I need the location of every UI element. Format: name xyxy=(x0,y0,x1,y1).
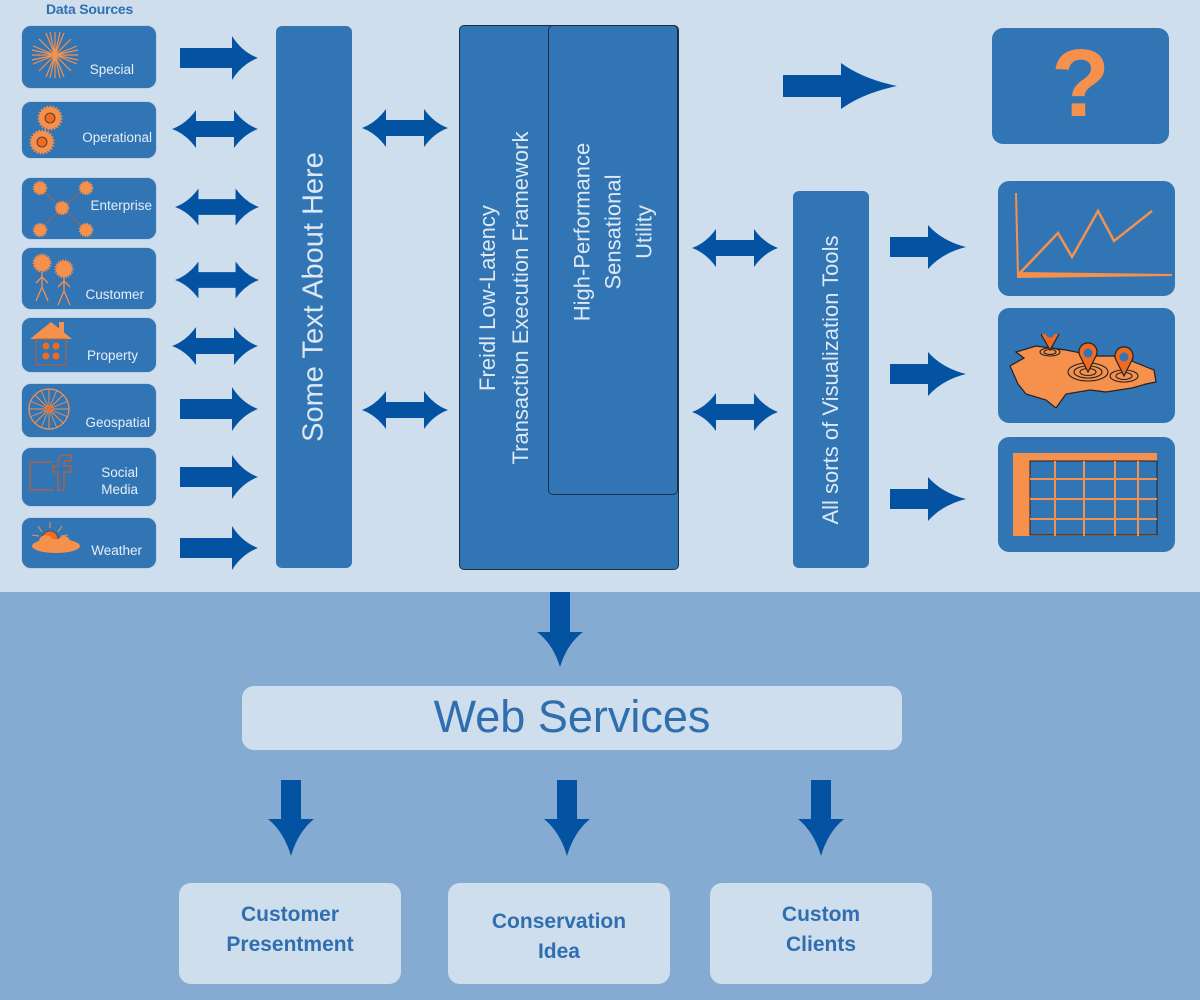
data-sources-title: Data Sources xyxy=(46,1,134,17)
house-icon xyxy=(30,322,72,366)
client-label: Conservation Idea xyxy=(491,909,627,963)
arrow-down xyxy=(544,780,590,856)
arrow-right xyxy=(890,352,966,396)
arrow-right xyxy=(783,63,897,109)
framework-inner-box[interactable]: High-Performance Sensational Utility xyxy=(548,25,678,495)
source-label: Operational xyxy=(82,130,152,145)
integration-bar-label: Some Text About Here xyxy=(297,152,330,442)
line-chart-icon xyxy=(1015,192,1173,279)
arrow-right xyxy=(890,477,966,521)
source-operational[interactable]: Operational xyxy=(22,102,156,158)
client-label: Customer Presentment xyxy=(226,902,354,956)
table-grid-icon xyxy=(1013,453,1158,536)
source-label: Social Media xyxy=(101,465,138,497)
sun-cloud-icon xyxy=(31,522,80,553)
globe-wheel-icon xyxy=(28,388,70,430)
question-mark-icon: ? xyxy=(1051,30,1110,137)
arrow-down xyxy=(798,780,844,856)
source-label: Enterprise xyxy=(90,198,152,213)
arrow-right xyxy=(180,526,258,570)
source-label: Property xyxy=(86,348,138,363)
client-conservation-idea[interactable]: Conservation Idea xyxy=(448,883,670,984)
arrow-bidirectional xyxy=(172,110,258,148)
arrow-bidirectional xyxy=(362,109,448,147)
source-enterprise[interactable]: Enterprise xyxy=(22,178,156,239)
arrow-bidirectional xyxy=(175,261,259,299)
source-label: Weather xyxy=(91,543,142,558)
source-label: Customer xyxy=(85,287,144,302)
map-pins-icon xyxy=(1009,334,1157,408)
network-icon xyxy=(32,180,94,238)
arrow-right xyxy=(180,387,258,431)
source-social-media[interactable]: Social Media xyxy=(22,448,156,506)
framework-outer-text-area: Freidl Low-Latency Transaction Execution… xyxy=(460,26,548,569)
arrow-bidirectional xyxy=(175,188,259,226)
arrow-bidirectional xyxy=(692,393,778,431)
client-custom-clients[interactable]: Custom Clients xyxy=(710,883,932,984)
framework-line-1: Freidl Low-Latency xyxy=(475,204,500,391)
arrow-down xyxy=(268,780,314,856)
framework-box[interactable]: Freidl Low-Latency Transaction Execution… xyxy=(459,25,679,570)
gears-icon xyxy=(29,105,63,155)
visualization-bar-label: All sorts of Visualization Tools xyxy=(818,235,843,524)
source-customer[interactable]: Customer xyxy=(22,248,156,309)
arrow-bidirectional xyxy=(692,229,778,267)
arrow-bidirectional xyxy=(172,327,258,365)
source-weather[interactable]: Weather xyxy=(22,518,156,568)
framework-inner-line-2: Sensational xyxy=(600,174,626,290)
arrow-right xyxy=(890,225,966,269)
people-icon xyxy=(32,253,74,306)
source-label: Geospatial xyxy=(85,415,150,430)
framework-inner-label: High-Performance Sensational Utility xyxy=(567,143,660,322)
source-geospatial[interactable]: Geospatial xyxy=(22,384,156,437)
framework-inner-line-1: High-Performance xyxy=(569,142,595,322)
output-table[interactable] xyxy=(998,437,1175,552)
arrow-right xyxy=(180,455,258,499)
output-map[interactable] xyxy=(998,308,1175,423)
client-label: Custom Clients xyxy=(781,902,861,956)
visualization-bar[interactable]: All sorts of Visualization Tools xyxy=(793,191,869,568)
source-special[interactable]: Special xyxy=(22,26,156,88)
starburst-icon xyxy=(31,31,79,79)
output-unknown[interactable]: ? xyxy=(992,28,1169,144)
client-customer-presentment[interactable]: Customer Presentment xyxy=(179,883,401,984)
source-label: Special xyxy=(89,62,134,77)
arrow-bidirectional xyxy=(362,391,448,429)
framework-line-2: Transaction Execution Framework xyxy=(508,131,533,464)
output-line-chart[interactable] xyxy=(998,181,1175,296)
arrow-right xyxy=(180,36,258,80)
framework-outer-label: Freidl Low-Latency Transaction Execution… xyxy=(471,131,537,464)
web-services-box[interactable]: Web Services xyxy=(242,686,902,750)
web-services-label: Web Services xyxy=(433,691,711,742)
facebook-icon xyxy=(29,454,72,491)
arrow-down xyxy=(537,592,583,667)
source-property[interactable]: Property xyxy=(22,318,156,372)
framework-inner-line-3: Utility xyxy=(631,205,657,259)
integration-bar[interactable]: Some Text About Here xyxy=(276,26,352,568)
